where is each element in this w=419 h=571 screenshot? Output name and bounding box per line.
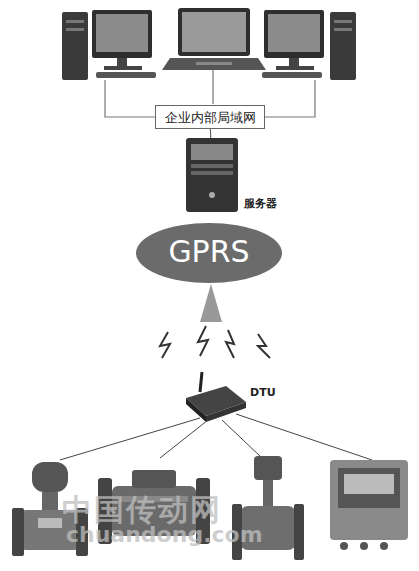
network-box: 企业内部局域网	[155, 105, 265, 129]
wireless-signal	[160, 326, 270, 358]
transmitter-box	[330, 460, 408, 550]
connector-line	[210, 129, 212, 138]
node-label: DTU	[250, 386, 276, 399]
node-label: 企业内部局域网	[156, 109, 264, 127]
server-tower	[186, 138, 238, 212]
server-node: 服务器	[186, 138, 238, 212]
signal-beam	[200, 284, 222, 322]
gprs-ellipse: GPRS	[135, 222, 283, 284]
device-wire	[60, 414, 372, 460]
laptop-computer	[162, 8, 266, 70]
watermark: chuandong.com	[66, 522, 263, 547]
node-label: 服务器	[244, 196, 277, 211]
dtu-node: DTU	[186, 384, 246, 422]
desktop-computer	[62, 10, 156, 80]
desktop-computer	[262, 10, 356, 80]
node-label: GPRS	[135, 234, 283, 269]
